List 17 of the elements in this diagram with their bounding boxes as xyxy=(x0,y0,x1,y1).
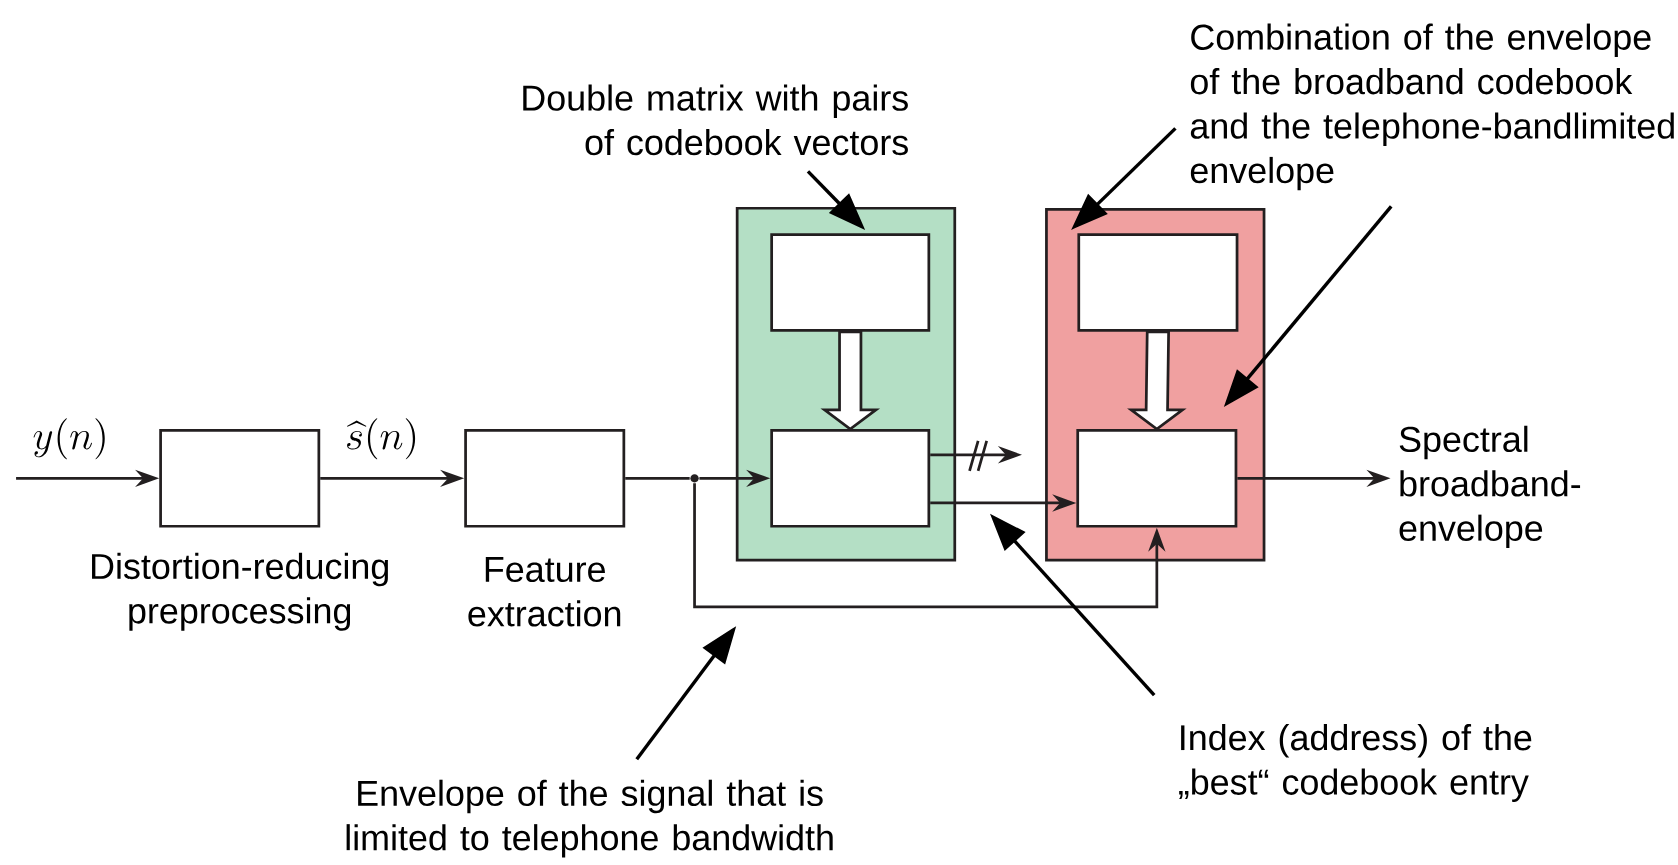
annotation-text: Spectral broadband-envelope xyxy=(1399,425,1581,549)
caption-text: Feature extraction xyxy=(468,557,621,627)
annotation-text: Index (address) of the „best“ codebook entry xyxy=(1179,724,1532,803)
block-box xyxy=(464,429,626,528)
annotation-text: Combination of the envelope of the broadband codebook and the telephone-bandlimited envelope xyxy=(1190,23,1674,191)
signal-label: $y(n)$ xyxy=(29,415,113,463)
block-arrow xyxy=(820,330,881,431)
block-box xyxy=(1077,233,1239,332)
block-box xyxy=(1076,429,1238,528)
signal-label: $\widehat{s}(n)$ xyxy=(341,415,423,463)
block-box xyxy=(770,233,931,332)
block-box xyxy=(159,429,321,528)
block-box xyxy=(770,429,931,528)
annotation-text: Envelope of the signal that is limited to telephone bandwidth xyxy=(346,779,833,858)
block-arrow xyxy=(1127,330,1187,431)
caption-text: Distortion-reducing preprocessing xyxy=(92,553,388,631)
annotation-text: Double matrix with pairs of codebook vectors xyxy=(523,84,908,156)
